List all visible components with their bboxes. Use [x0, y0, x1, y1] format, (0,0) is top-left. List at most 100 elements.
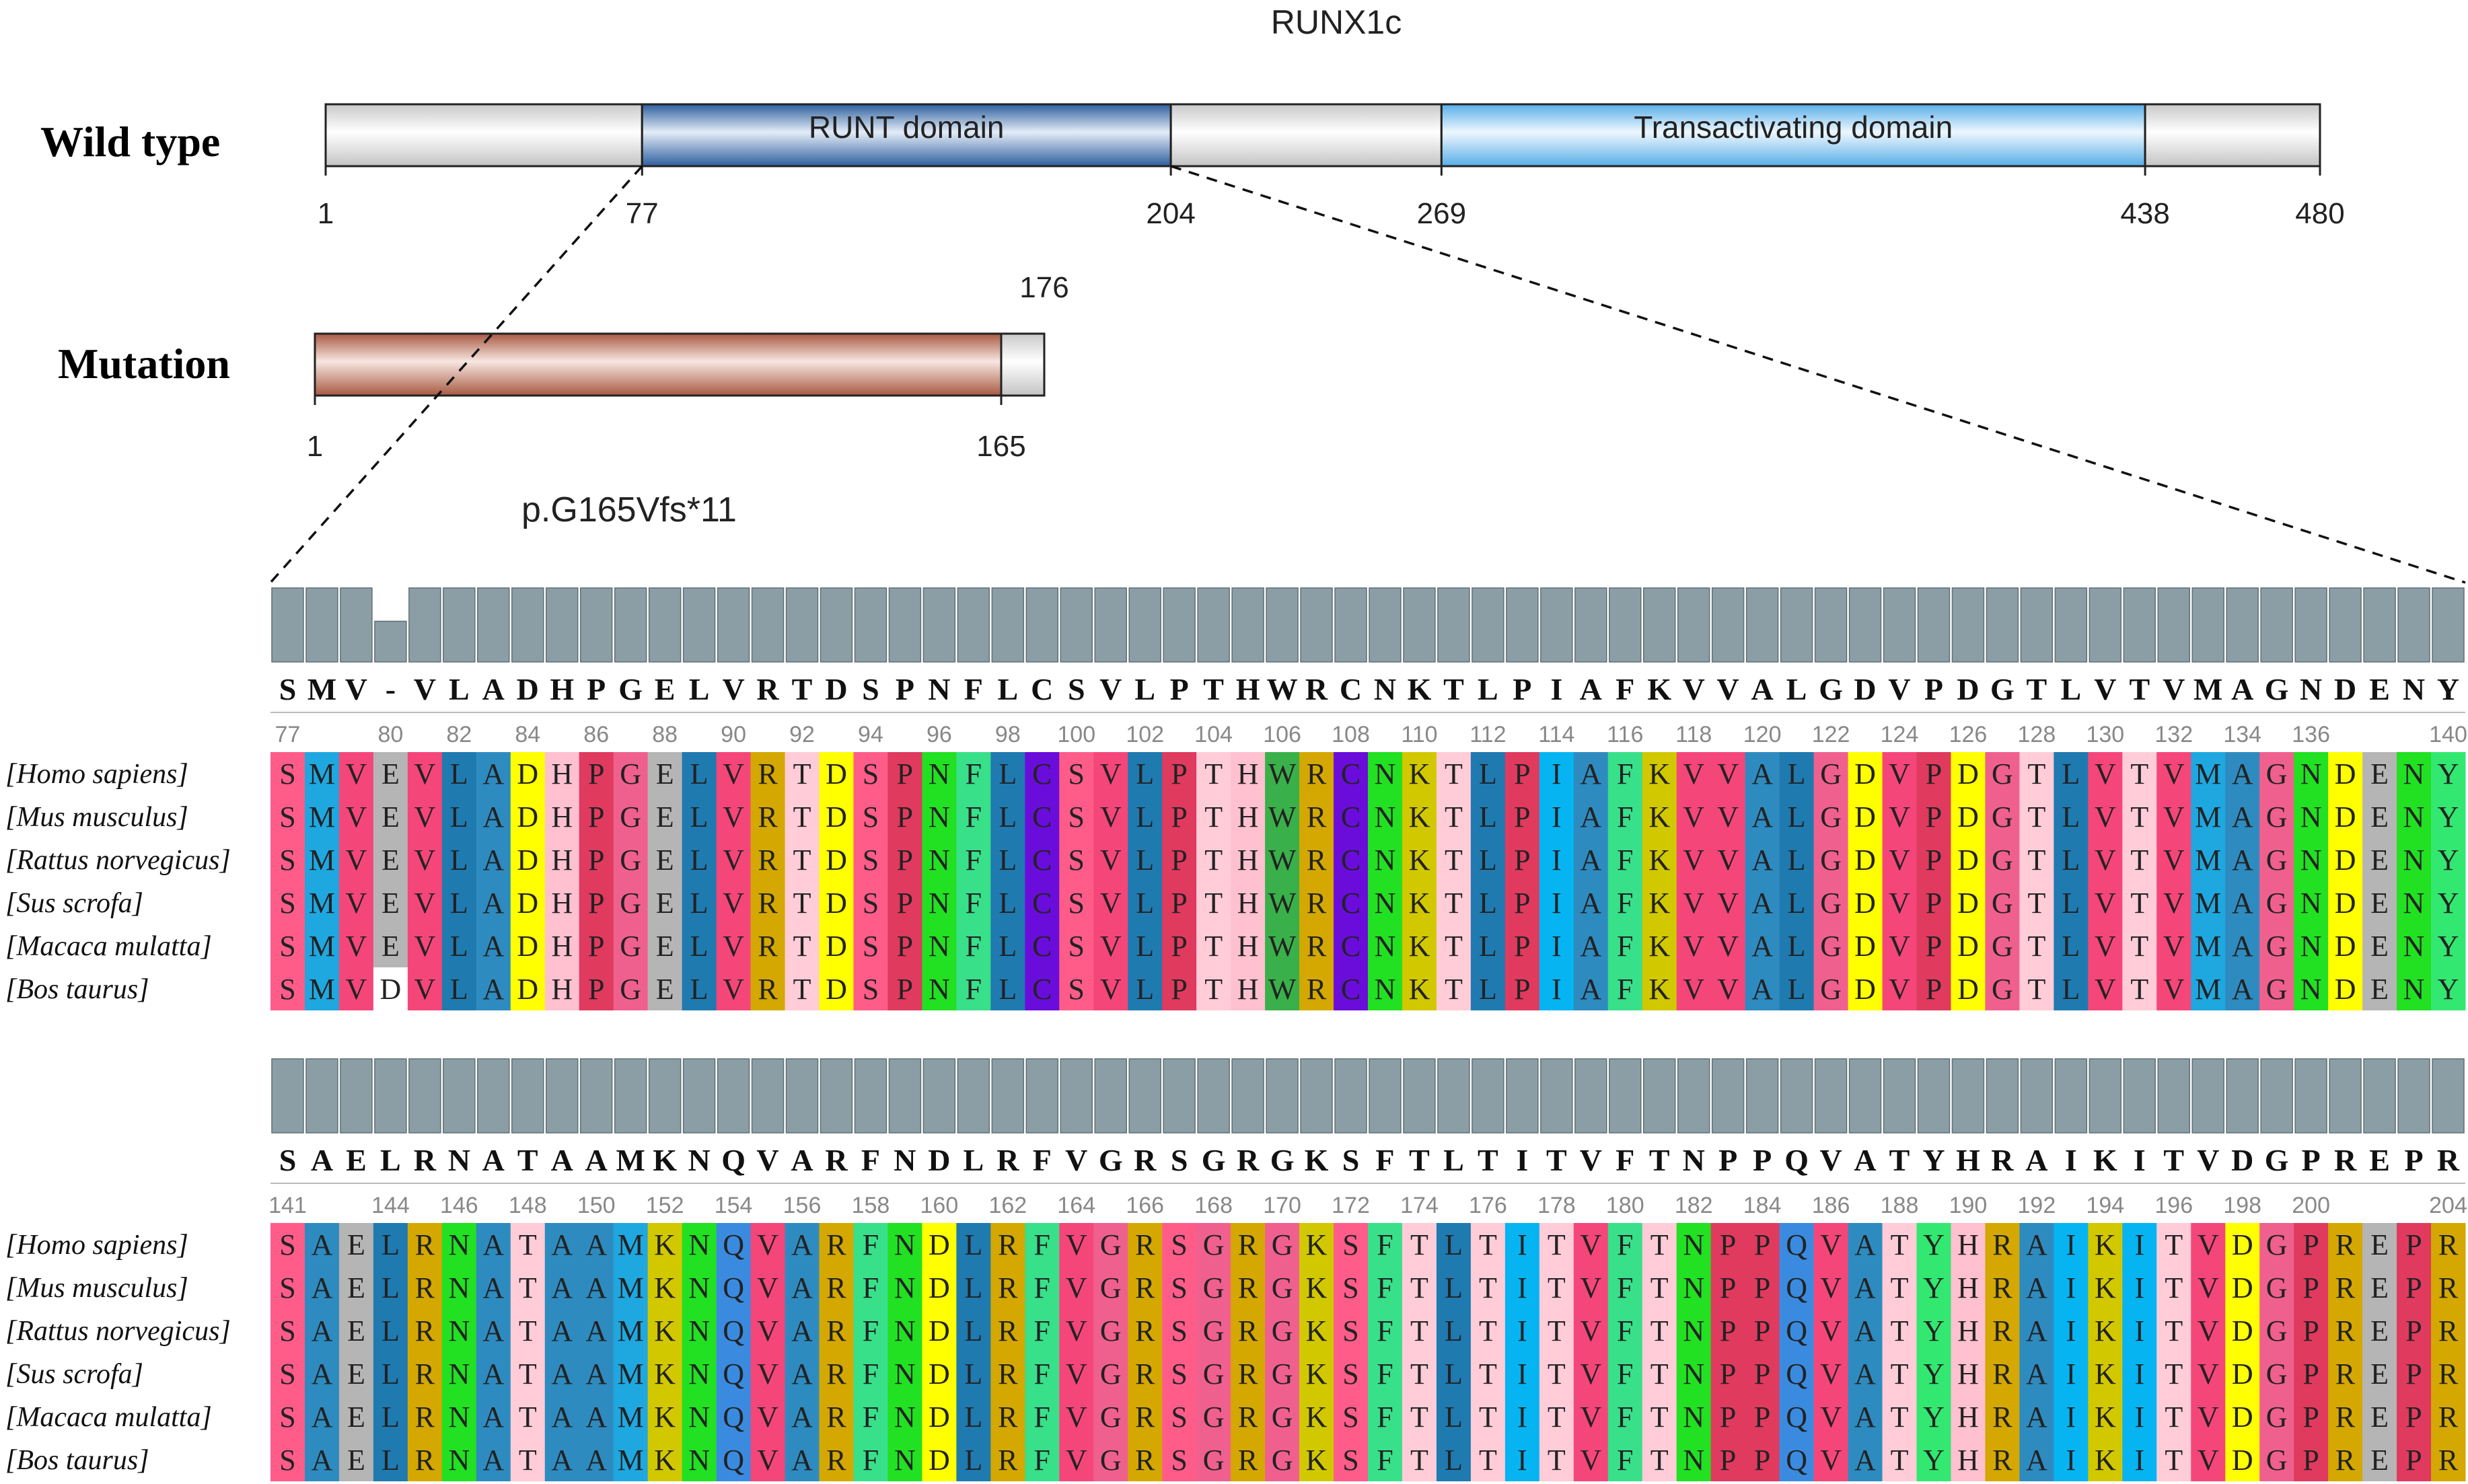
residue-letter: S [1171, 1358, 1187, 1390]
residue-cell [304, 1438, 340, 1481]
residue-cell [1504, 967, 1540, 1010]
residue-letter: M [309, 844, 335, 877]
residue-letter: T [2027, 801, 2045, 833]
residue-cell [2397, 1395, 2432, 1438]
residue-letter: E [382, 844, 400, 877]
residue-letter: G [1203, 1271, 1225, 1304]
consensus-residue: E [346, 1143, 367, 1177]
residue-letter: M [2195, 973, 2221, 1006]
consensus-residue: N [2300, 672, 2322, 706]
residue-letter: D [2232, 1401, 2253, 1434]
residue-letter: V [757, 1271, 778, 1304]
conservation-bar [2329, 587, 2362, 663]
residue-letter: N [894, 1401, 916, 1434]
residue-cell [785, 881, 820, 924]
residue-letter: D [1854, 844, 1876, 877]
residue-letter: E [2370, 973, 2389, 1006]
residue-letter: G [1820, 757, 1842, 790]
residue-letter: V [2095, 930, 2116, 963]
residue-letter: Q [1786, 1401, 1807, 1434]
residue-letter: L [1136, 844, 1154, 877]
residue-letter: G [2266, 1401, 2288, 1434]
consensus-residue: Q [721, 1143, 746, 1177]
residue-cell [1813, 1352, 1849, 1395]
conservation-bar [1231, 587, 1264, 663]
residue-letter: R [2438, 1314, 2459, 1347]
residue-cell [2225, 924, 2260, 967]
conservation-bar [1814, 587, 1848, 663]
residue-cell [1196, 1395, 1231, 1438]
residue-letter: A [1751, 757, 1773, 790]
residue-cell [1573, 967, 1609, 1010]
residue-cell [1162, 1395, 1197, 1438]
residue-letter: P [2405, 1444, 2422, 1477]
residue-cell [2259, 1309, 2294, 1352]
wild-type-segment [1169, 103, 1443, 168]
residue-letter: N [1683, 1444, 1704, 1477]
residue-cell [682, 1438, 717, 1481]
residue-cell [1334, 967, 1369, 1010]
residue-cell [270, 1438, 305, 1481]
residue-cell [1676, 924, 1712, 967]
residue-cell [1951, 1438, 1986, 1481]
residue-letter: A [585, 1444, 607, 1477]
conservation-bar [820, 1058, 853, 1134]
residue-cell [682, 1395, 717, 1438]
residue-letter: K [2095, 1444, 2116, 1477]
conservation-bar [2123, 1058, 2156, 1134]
residue-cell [956, 1438, 991, 1481]
residue-letter: L [1788, 757, 1806, 790]
residue-cell [1710, 1438, 1746, 1481]
residue-cell [2225, 967, 2260, 1010]
residue-cell [1573, 881, 1609, 924]
residue-cell [1265, 1438, 1300, 1481]
residue-letter: N [1375, 844, 1396, 877]
residue-cell [270, 1309, 305, 1352]
residue-cell [1470, 1266, 1506, 1309]
consensus-residue: D [1957, 672, 1979, 706]
residue-letter: D [380, 973, 402, 1006]
residue-cell [1231, 838, 1266, 881]
residue-letter: I [1517, 1401, 1527, 1434]
residue-cell [853, 795, 888, 838]
residue-letter: H [1957, 1401, 1979, 1434]
mutant-start-label: 1 [307, 430, 323, 463]
residue-letter: L [1788, 930, 1806, 963]
residue-letter: R [2438, 1401, 2459, 1434]
residue-cell [1951, 752, 1986, 795]
consensus-residue: R [2437, 1143, 2460, 1177]
consensus-residue: I [2134, 1143, 2146, 1177]
residue-cell [682, 967, 717, 1010]
residue-letter: D [1854, 757, 1876, 790]
residue-letter: A [1751, 844, 1773, 877]
residue-letter: A [551, 1358, 573, 1390]
residue-letter: W [1268, 844, 1297, 877]
residue-letter: G [1100, 1444, 1122, 1477]
residue-letter: A [1751, 887, 1773, 920]
residue-cell [1025, 924, 1060, 967]
conservation-bar [1540, 587, 1573, 663]
residue-letter: D [826, 757, 847, 790]
conservation-bar [1300, 587, 1333, 663]
residue-cell [1402, 1223, 1437, 1266]
residue-letter: T [1548, 1314, 1566, 1347]
residue-cell [1710, 1266, 1746, 1309]
residue-cell [579, 838, 614, 881]
residue-letter: V [1066, 1444, 1087, 1477]
residue-letter: M [618, 1444, 644, 1477]
residue-letter: A [2026, 1314, 2047, 1347]
residue-cell [682, 1266, 717, 1309]
residue-cell [1539, 967, 1574, 1010]
residue-cell [1607, 752, 1643, 795]
residue-letter: V [723, 801, 744, 833]
conservation-bar [1334, 1058, 1367, 1134]
residue-letter: P [2302, 1401, 2319, 1434]
residue-letter: G [620, 844, 641, 877]
residue-letter: L [1788, 844, 1806, 877]
residue-cell [613, 752, 649, 795]
residue-cell [887, 838, 922, 881]
position-number: 150 [577, 1193, 616, 1218]
residue-letter: R [826, 1444, 846, 1477]
residue-letter: N [1683, 1358, 1704, 1390]
